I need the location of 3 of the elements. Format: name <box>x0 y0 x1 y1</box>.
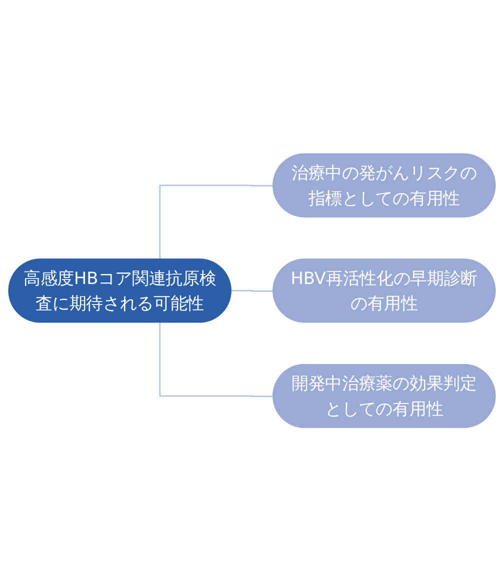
connector <box>230 290 274 292</box>
connector <box>159 323 274 398</box>
connector <box>159 185 274 260</box>
